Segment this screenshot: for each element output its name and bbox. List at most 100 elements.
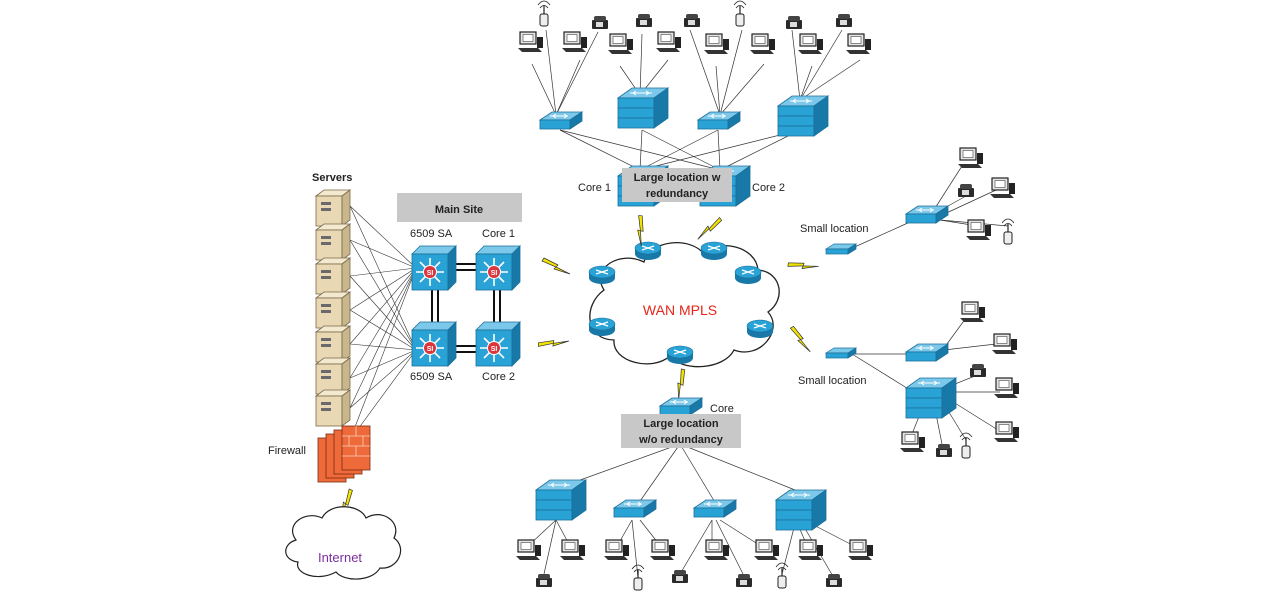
workstation-icon bbox=[703, 33, 730, 55]
main-site-title: Main Site bbox=[435, 204, 483, 216]
workstation-icon bbox=[957, 147, 984, 169]
core1-main-label: Core 1 bbox=[482, 228, 515, 240]
servers-label: Servers bbox=[312, 172, 352, 184]
firewall-label: Firewall bbox=[268, 445, 306, 457]
small-switch-icon bbox=[825, 243, 857, 255]
server-icon bbox=[315, 325, 351, 363]
internet-cloud: Internet bbox=[285, 506, 402, 580]
phone-icon bbox=[786, 16, 802, 29]
server-icon bbox=[315, 357, 351, 395]
workstation-icon bbox=[797, 33, 824, 55]
wireless-ap-icon bbox=[775, 562, 789, 589]
label-box bbox=[621, 414, 741, 448]
server-icon bbox=[315, 223, 351, 261]
router-icon bbox=[666, 345, 694, 365]
wan-label: WAN MPLS bbox=[643, 302, 717, 318]
workstation-icon bbox=[991, 333, 1018, 355]
core-l3-switch-icon bbox=[411, 245, 457, 291]
phone-icon bbox=[636, 14, 652, 27]
workstation-icon bbox=[655, 31, 682, 53]
workstation-icon bbox=[899, 431, 926, 453]
router-icon bbox=[634, 241, 662, 261]
wireless-ap-icon bbox=[1001, 218, 1015, 245]
workstation-icon bbox=[607, 33, 634, 55]
main-site: Servers bbox=[268, 172, 522, 580]
core-l3-switch-icon bbox=[475, 321, 521, 367]
workstation-icon bbox=[993, 421, 1020, 443]
server-icon bbox=[315, 189, 351, 227]
large-location-nored-title: Large location bbox=[643, 418, 718, 430]
router-icon bbox=[700, 241, 728, 261]
large-location-non-redundant: Core Large location w/o redundancy bbox=[515, 397, 874, 591]
phone-icon bbox=[672, 570, 688, 583]
phone-icon bbox=[970, 364, 986, 377]
access-switch-icon bbox=[693, 499, 737, 518]
large-location-redundant: Large location w redundancy Core 1 Core … bbox=[517, 0, 872, 207]
small-location-top: Small location bbox=[800, 147, 1016, 255]
wireless-ap-icon bbox=[537, 0, 551, 27]
core2-label: Core 2 bbox=[752, 182, 785, 194]
router-icon bbox=[588, 265, 616, 285]
stacked-switch-icon bbox=[535, 479, 587, 521]
core-l3-switch-icon bbox=[475, 245, 521, 291]
wan-link-icon bbox=[784, 325, 818, 353]
sa-bottom-label: 6509 SA bbox=[410, 371, 453, 383]
phone-icon bbox=[684, 14, 700, 27]
workstation-icon bbox=[559, 539, 586, 561]
wan-link-icon bbox=[536, 327, 570, 358]
phone-icon bbox=[826, 574, 842, 587]
access-switch-icon bbox=[613, 499, 657, 518]
phone-icon bbox=[736, 574, 752, 587]
core-switch-icon bbox=[659, 397, 703, 416]
main-site-label-box bbox=[397, 193, 522, 222]
stacked-switch-icon bbox=[775, 489, 827, 531]
workstation-icon bbox=[753, 539, 780, 561]
core-label: Core bbox=[710, 403, 734, 415]
internet-label: Internet bbox=[318, 550, 362, 565]
large-location-title-line2: redundancy bbox=[646, 188, 709, 200]
workstation-icon bbox=[965, 219, 992, 241]
core1-label: Core 1 bbox=[578, 182, 611, 194]
wan-link-icon bbox=[668, 367, 695, 401]
phone-icon bbox=[958, 184, 974, 197]
core2-main-label: Core 2 bbox=[482, 371, 515, 383]
phone-icon bbox=[536, 574, 552, 587]
access-switch-icon bbox=[539, 111, 583, 130]
workstation-icon bbox=[959, 301, 986, 323]
wireless-ap-icon bbox=[959, 432, 973, 459]
access-switch-icon bbox=[697, 111, 741, 130]
large-location-title: Large location w bbox=[634, 172, 721, 184]
firewall-icon bbox=[317, 425, 371, 483]
workstation-icon bbox=[649, 539, 676, 561]
workstation-icon bbox=[989, 177, 1016, 199]
small-location-top-label: Small location bbox=[800, 223, 868, 235]
access-switch-icon bbox=[905, 343, 949, 362]
core-l3-switch-icon bbox=[411, 321, 457, 367]
workstation-icon bbox=[847, 539, 874, 561]
server-icon bbox=[315, 291, 351, 329]
wan-link-icon bbox=[541, 257, 571, 275]
wan-mpls-cloud: WAN MPLS bbox=[588, 241, 780, 368]
stacked-switch-icon bbox=[905, 377, 957, 419]
stacked-switch-icon bbox=[777, 95, 829, 137]
phone-icon bbox=[836, 14, 852, 27]
server-icon bbox=[315, 257, 351, 295]
phone-icon bbox=[936, 444, 952, 457]
workstation-icon bbox=[797, 539, 824, 561]
label-box bbox=[622, 168, 732, 202]
workstation-icon bbox=[993, 377, 1020, 399]
small-switch-icon bbox=[825, 347, 857, 359]
wan-link-icon bbox=[786, 251, 820, 279]
workstation-icon bbox=[517, 31, 544, 53]
workstation-icon bbox=[749, 33, 776, 55]
workstation-icon bbox=[603, 539, 630, 561]
server-icon bbox=[315, 389, 351, 427]
workstation-icon bbox=[845, 33, 872, 55]
small-location-bottom-label: Small location bbox=[798, 375, 866, 387]
wireless-ap-icon bbox=[733, 0, 747, 27]
phone-icon bbox=[592, 16, 608, 29]
wan-link-icon bbox=[697, 212, 723, 246]
wireless-ap-icon bbox=[631, 564, 645, 591]
wan-link-icon bbox=[626, 213, 656, 247]
